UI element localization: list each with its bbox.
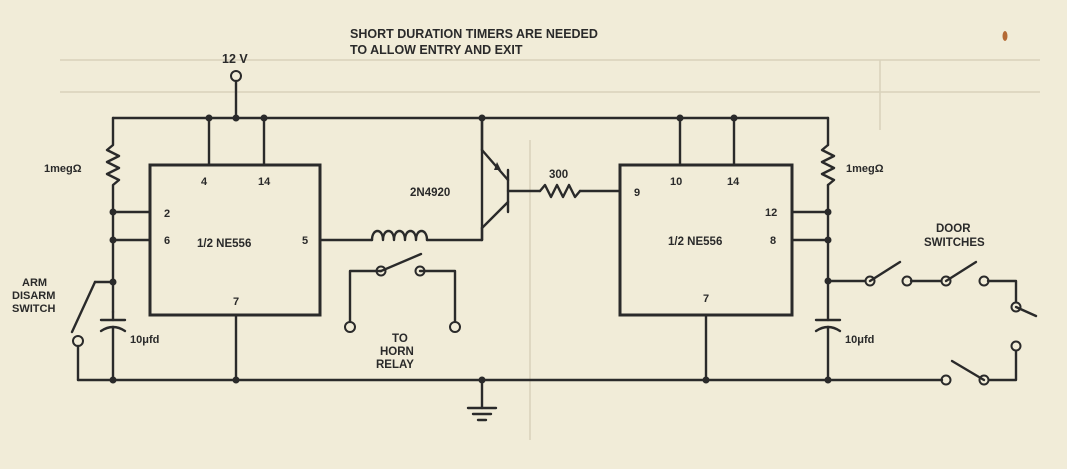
left-timer-name: 1/2 NE556 — [197, 238, 251, 250]
arm-switch-blade — [70, 280, 97, 334]
transistor-label: 2N4920 — [410, 187, 450, 199]
right-pin9: 9 — [634, 187, 640, 199]
relay-terminal-right — [449, 321, 461, 333]
arm-label-2: DISARM — [12, 290, 55, 302]
right-capacitor-label: 10μfd — [845, 334, 874, 346]
series-resistor — [538, 183, 582, 199]
relay-terminal-left — [344, 321, 356, 333]
note-line-1: SHORT DURATION TIMERS ARE NEEDED — [350, 27, 598, 41]
arm-label-1: ARM — [22, 277, 47, 289]
left-pin4: 4 — [201, 176, 208, 188]
left-pin2: 2 — [164, 208, 170, 220]
left-pin5: 5 — [302, 235, 308, 247]
arm-switch-terminal — [72, 335, 84, 347]
door-sw1-blade — [868, 260, 902, 283]
left-pin14: 14 — [258, 176, 271, 188]
left-resistor-label: 1megΩ — [44, 163, 82, 175]
junction — [109, 236, 117, 244]
paper-stain — [1002, 31, 1008, 41]
right-pin7: 7 — [703, 293, 709, 305]
transistor-emitter — [480, 148, 510, 182]
door-label-2: SWITCHES — [924, 237, 985, 249]
right-resistor — [820, 143, 836, 187]
relay-blade — [379, 252, 423, 273]
note-line-2: TO ALLOW ENTRY AND EXIT — [350, 43, 523, 57]
right-pin10: 10 — [670, 176, 682, 188]
relay-label-2: HORN — [380, 346, 414, 358]
transistor-collector — [480, 200, 510, 230]
left-pin7: 7 — [233, 296, 239, 308]
emitter-arrow — [494, 162, 501, 170]
relay-label-1: TO — [392, 333, 408, 345]
right-timer-name: 1/2 NE556 — [668, 236, 722, 248]
door-sw3-blade — [1014, 305, 1038, 318]
right-pin12: 12 — [765, 207, 777, 219]
supply-label: 12 V — [222, 52, 248, 66]
door-sw2-blade — [944, 260, 978, 283]
door-sw3-b — [1010, 340, 1022, 352]
arm-label-3: SWITCH — [12, 303, 55, 315]
right-pin14: 14 — [727, 176, 740, 188]
door-label-1: DOOR — [936, 223, 971, 235]
relay-coil — [370, 229, 429, 242]
left-resistor — [105, 116, 121, 214]
junction — [109, 208, 117, 216]
relay-label-3: RELAY — [376, 359, 414, 371]
supply-terminal — [230, 70, 242, 82]
ground-symbol — [466, 378, 498, 422]
right-pin8: 8 — [770, 235, 776, 247]
door-sw4-blade — [950, 359, 986, 382]
right-resistor-label: 1megΩ — [846, 163, 884, 175]
left-capacitor-label: 10μfd — [130, 334, 159, 346]
series-resistor-label: 300 — [549, 169, 568, 181]
left-pin6: 6 — [164, 235, 170, 247]
